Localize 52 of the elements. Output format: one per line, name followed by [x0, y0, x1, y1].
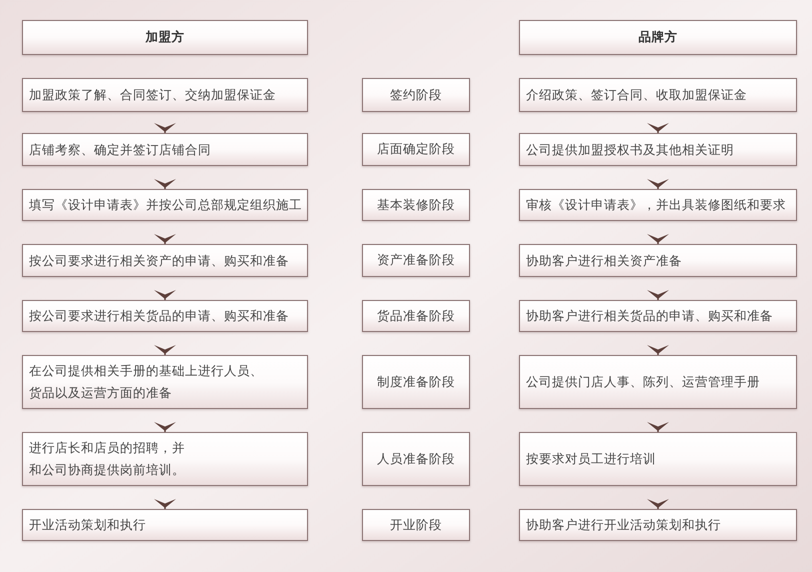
column-heading: 品牌方: [638, 28, 678, 46]
step-text: 公司提供加盟授权书及其他相关证明: [526, 140, 734, 158]
stage-box: [362, 133, 470, 166]
stage-box: [362, 355, 470, 409]
step-text: 按要求对员工进行培训: [526, 450, 656, 468]
step-text: 按公司要求进行相关货品的申请、购买和准备: [29, 307, 289, 325]
stage-label: 货品准备阶段: [377, 306, 455, 325]
step-box: [519, 189, 797, 221]
step-text: 公司提供门店人事、陈列、运营管理手册: [526, 373, 760, 391]
step-box: [22, 300, 308, 332]
stage-box: [362, 509, 470, 541]
step-text: 店铺考察、确定并签订店铺合同: [29, 140, 211, 158]
step-text: 审核《设计申请表》，并出具装修图纸和要求: [526, 196, 786, 214]
column-header-box: [519, 20, 797, 55]
step-box: [22, 432, 308, 486]
step-box: [22, 189, 308, 221]
column-header-box: [22, 20, 308, 55]
step-text: 加盟政策了解、合同签订、交纳加盟保证金: [29, 86, 276, 104]
step-box: [519, 432, 797, 486]
stage-box: [362, 189, 470, 221]
step-text: 协助客户进行开业活动策划和执行: [526, 516, 721, 534]
step-text: 按公司要求进行相关资产的申请、购买和准备: [29, 252, 289, 270]
step-text: 协助客户进行相关货品的申请、购买和准备: [526, 307, 773, 325]
step-box: [22, 133, 308, 166]
step-box: [519, 133, 797, 166]
column-heading: 加盟方: [146, 28, 184, 46]
step-box: [22, 509, 308, 541]
stage-label: 签约阶段: [390, 86, 442, 104]
step-text: 协助客户进行相关资产准备: [526, 252, 682, 270]
step-text: 开业活动策划和执行: [29, 516, 146, 534]
step-box: [519, 355, 797, 409]
stage-box: [362, 244, 470, 277]
step-box: [22, 244, 308, 277]
stage-label: 店面确定阶段: [377, 140, 455, 158]
step-box: [519, 300, 797, 332]
step-box: [519, 509, 797, 541]
stage-label: 资产准备阶段: [377, 251, 455, 270]
step-box: [519, 78, 797, 112]
step-text: 在公司提供相关手册的基础上进行人员、货品以及运营方面的准备: [29, 362, 264, 402]
step-box: [22, 355, 308, 409]
stage-box: [362, 432, 470, 486]
stage-label: 开业阶段: [390, 516, 442, 534]
step-box: [22, 78, 308, 112]
stage-label: 人员准备阶段: [377, 450, 455, 468]
stage-label: 制度准备阶段: [377, 372, 455, 391]
stage-box: [362, 78, 470, 112]
stage-label: 基本装修阶段: [377, 196, 455, 214]
step-text: 填写《设计申请表》并按公司总部规定组织施工: [29, 196, 302, 214]
stage-box: [362, 300, 470, 332]
step-box: [519, 244, 797, 277]
step-text: 进行店长和店员的招聘，并和公司协商提供岗前培训。: [29, 439, 186, 479]
step-text: 介绍政策、签订合同、收取加盟保证金: [526, 86, 747, 104]
